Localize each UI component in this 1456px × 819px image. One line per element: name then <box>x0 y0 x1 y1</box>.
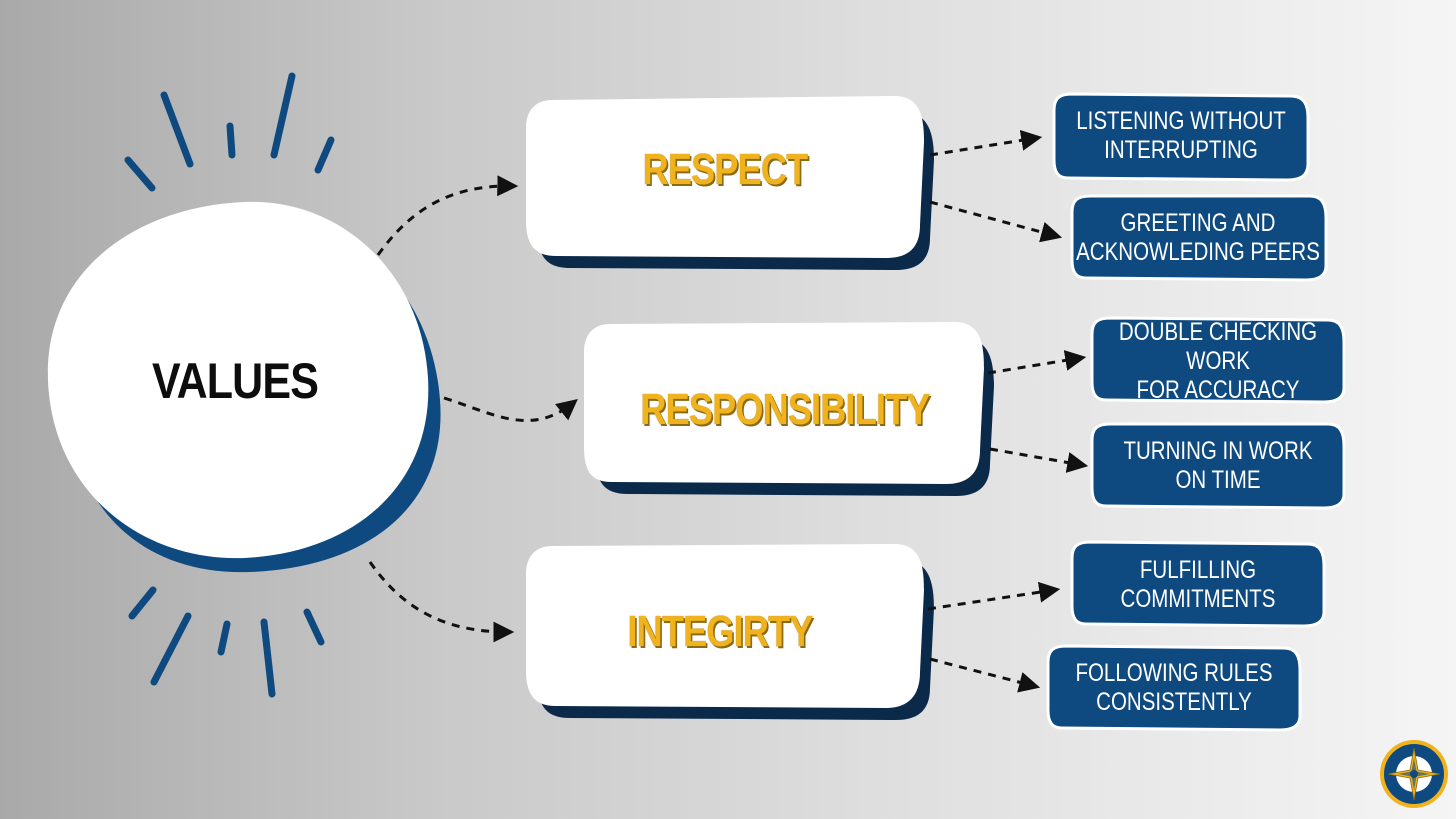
behavior-box-5 <box>1070 540 1326 628</box>
value-box-respect <box>526 96 934 270</box>
behavior-connectors <box>927 129 1089 693</box>
value-box-integrity <box>526 544 934 720</box>
behavior-box-2 <box>1070 194 1328 282</box>
value-box-responsibility <box>584 322 994 496</box>
values-blob <box>47 201 429 559</box>
behavior-box-3 <box>1090 316 1346 404</box>
compass-emblem-logo <box>1380 740 1448 808</box>
behavior-box-1 <box>1052 92 1310 182</box>
center-connectors <box>368 175 578 643</box>
behavior-box-4 <box>1090 422 1346 510</box>
behavior-box-6 <box>1046 644 1302 732</box>
burst-lines <box>124 72 335 698</box>
behavior-boxes <box>1046 92 1346 732</box>
